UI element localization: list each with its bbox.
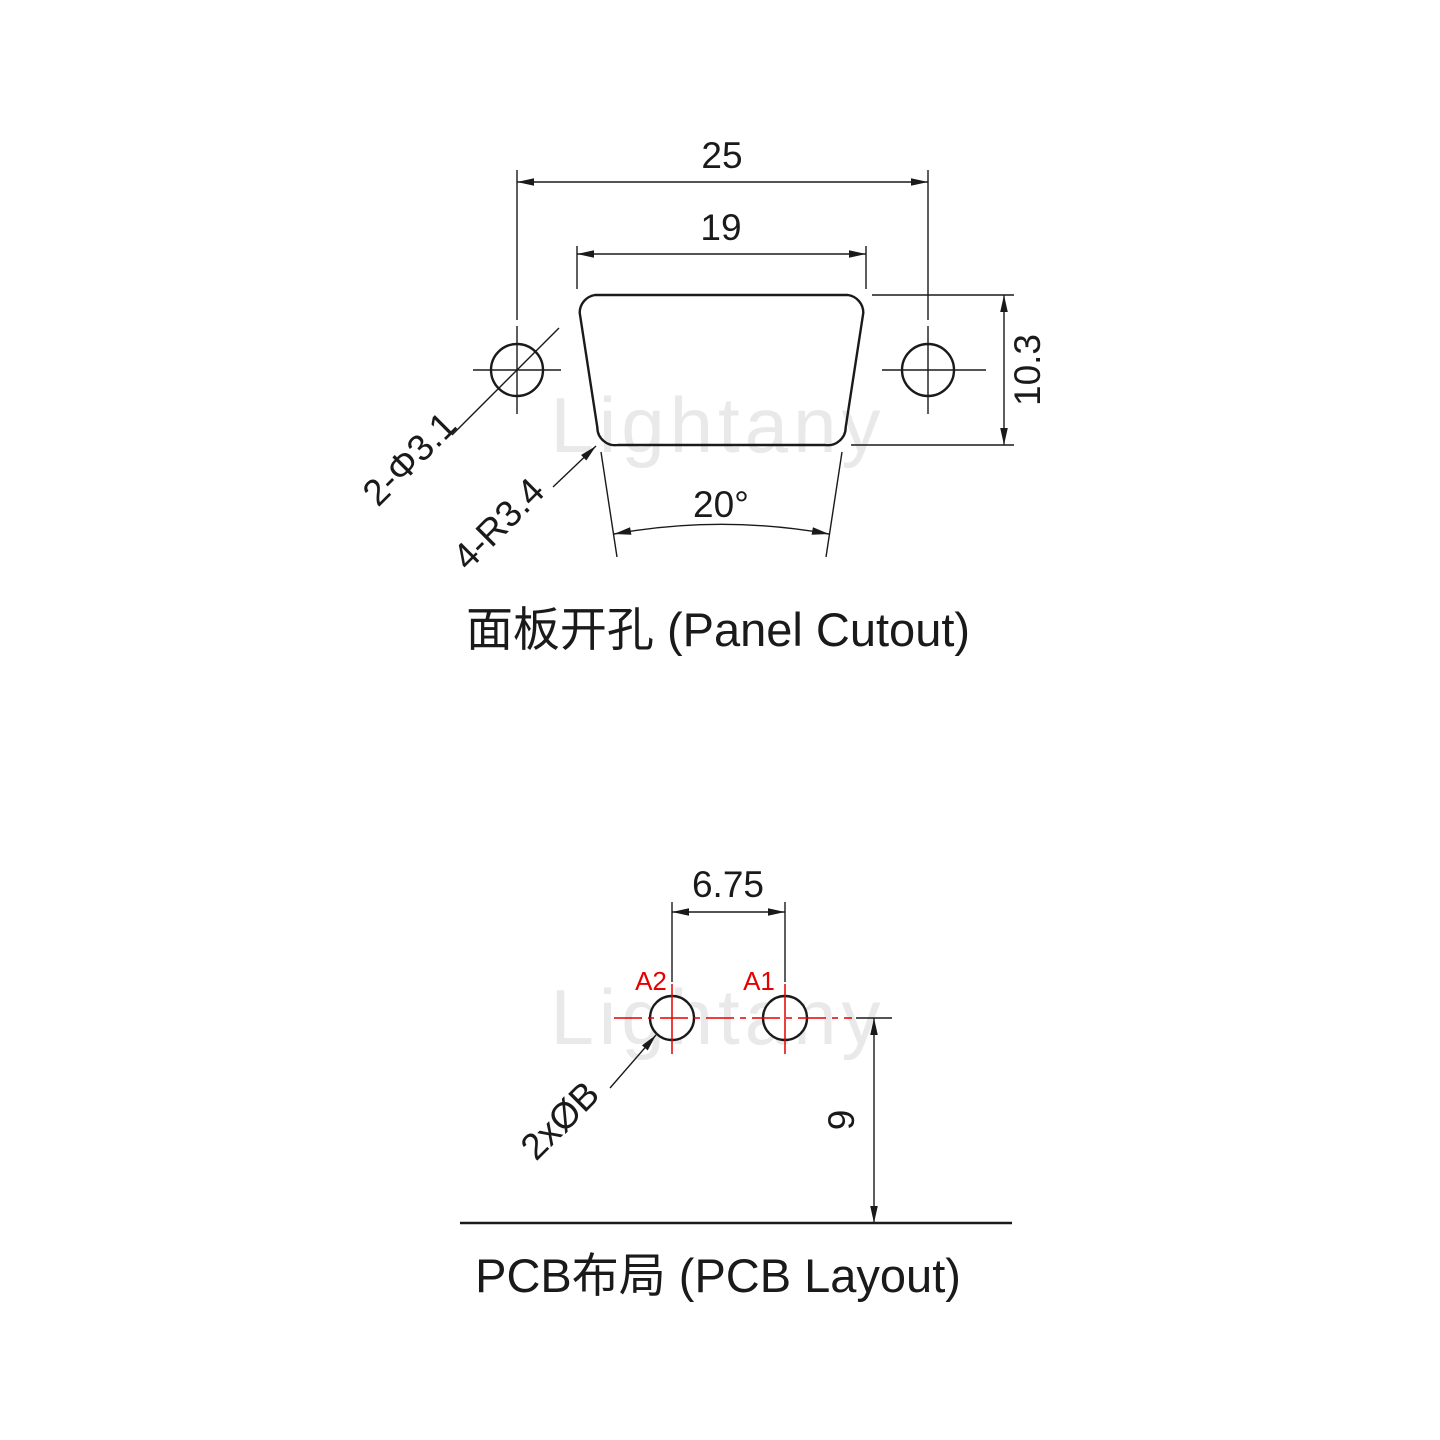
dim-drop: 9 [821,1017,892,1223]
dim-pitch: 6.75 [672,864,785,916]
label-mount-holes: 2-Φ3.1 [355,404,465,514]
dim-inner-width: 19 [576,207,867,289]
panel-cutout-caption: 面板开孔 (Panel Cutout) [466,603,970,656]
dim-height: 10.3 [851,294,1048,446]
pcb-layout-view: Lightany 6.75 A2 A1 2xØB [460,864,1012,1302]
watermark: Lightany [551,381,886,469]
pad-a2-label: A2 [635,966,667,996]
watermark: Lightany [551,973,886,1061]
pad-a1-label: A1 [743,966,775,996]
mount-hole-right [882,326,986,414]
pad-centerlines: A2 A1 [614,966,852,1054]
dim-angle: 20° [600,451,843,558]
dim-drop-value: 9 [821,1110,862,1131]
leader-line [552,445,597,488]
dim-outer-width-value: 25 [701,135,742,176]
label-pad-diameter: 2xØB [513,1073,607,1167]
panel-cutout-view: Lightany 25 19 [355,135,1048,656]
pcb-layout-caption: PCB布局 (PCB Layout) [475,1249,961,1302]
angle-extension-line [825,451,843,558]
dim-inner-width-value: 19 [700,207,741,248]
dim-height-value: 10.3 [1007,334,1048,406]
leader-line [609,1034,657,1089]
label-corner-radius: 4-R3.4 [445,470,553,578]
dim-angle-value: 20° [693,484,749,525]
angle-extension-line [600,451,618,558]
cutout-outline [578,293,865,447]
angle-arc [613,523,830,535]
dim-pitch-value: 6.75 [692,864,764,905]
leader-line [451,327,560,436]
dim-outer-width: 25 [516,135,929,320]
